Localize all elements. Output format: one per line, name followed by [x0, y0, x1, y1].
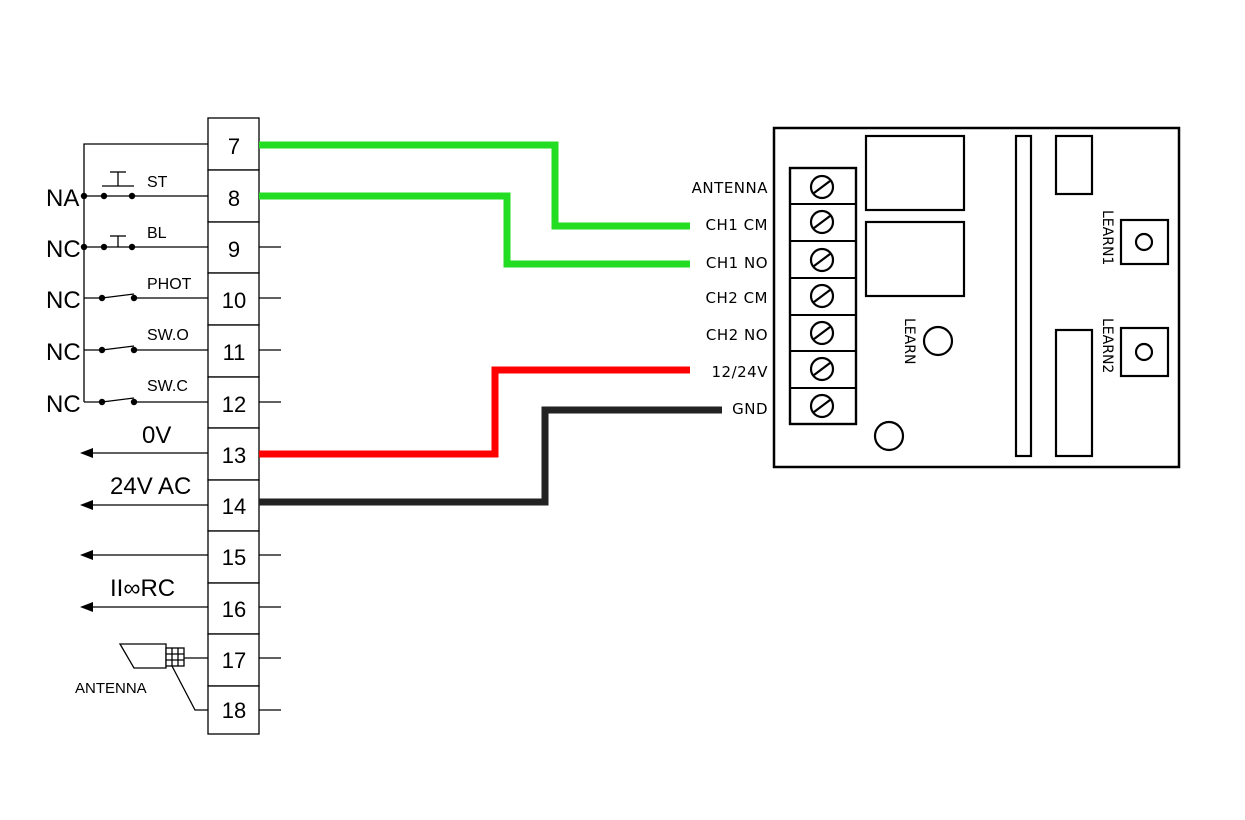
terminal-18 [207, 685, 260, 735]
contact-state: NC [46, 339, 81, 366]
output-label-24v: 24V AC [110, 473, 191, 500]
antenna-connector: ANTENNA [75, 643, 208, 711]
terminal-17 [207, 633, 260, 687]
module-terminal-label: CH1 CM [706, 216, 768, 234]
learn-label: LEARN [901, 318, 917, 364]
screw-icon [809, 209, 835, 235]
learn-button [922, 325, 954, 357]
learn2-label: LEARN2 [1099, 318, 1115, 373]
wire-ground [259, 406, 722, 506]
screw-icon [809, 247, 835, 273]
component-top [1054, 134, 1094, 196]
terminal-number: 16 [222, 597, 246, 622]
terminal-number: 18 [222, 698, 246, 723]
module-terminal-label: CH2 CM [706, 289, 768, 307]
terminal-number: 17 [222, 648, 246, 673]
output-label-0v: 0V [142, 422, 171, 449]
input-contacts: NA NC NC NC NC ST BL PHOT SW.O SW.C [46, 143, 208, 418]
wire-ch1-cm [259, 141, 690, 230]
screw-icon [809, 356, 835, 382]
terminal-8 [207, 169, 260, 223]
terminal-number: 7 [228, 134, 240, 159]
screw-icon [809, 393, 835, 419]
module-terminal-label: CH2 NO [706, 326, 768, 344]
contact-state: NA [46, 185, 79, 212]
screw-icon [809, 174, 835, 200]
terminal-block: 7 8 9 10 11 12 13 14 15 16 17 18 [207, 117, 281, 735]
learn1-button [1134, 232, 1154, 252]
learn1-label: LEARN1 [1099, 210, 1115, 265]
terminal-number: 8 [228, 186, 240, 211]
relay-1 [864, 134, 966, 212]
contact-state: NC [46, 391, 81, 418]
screw-icon [809, 320, 835, 346]
receiver-module: LEARN LEARN1 LEARN2 ANTENNA CH1 CM CH1 N… [692, 126, 1181, 469]
contact-name: PHOT [147, 276, 192, 293]
terminal-number: 11 [223, 340, 246, 365]
terminal-number: 12 [222, 392, 246, 417]
module-terminal-label: CH1 NO [706, 254, 768, 272]
terminal-10 [207, 272, 260, 326]
learn1-button-frame [1119, 218, 1170, 266]
output-arrows: 0V 24V AC II∞RC [80, 422, 208, 612]
led-indicator [873, 420, 905, 452]
contact-name: SW.O [147, 327, 189, 344]
module-terminal-label: ANTENNA [692, 179, 769, 197]
terminal-number: 10 [222, 288, 246, 313]
wire-ch1-no [259, 192, 690, 268]
screw-icon [809, 283, 835, 309]
terminal-number: 13 [222, 443, 246, 468]
terminal-stubs [259, 246, 281, 711]
contact-name: ST [147, 174, 168, 191]
wires [259, 141, 722, 506]
contact-name: BL [147, 225, 167, 242]
module-terminal-label: 12/24V [712, 363, 769, 381]
contact-name: SW.C [147, 378, 188, 395]
learn2-button [1134, 342, 1154, 362]
terminal-16 [207, 582, 260, 635]
terminal-number: 15 [222, 545, 246, 570]
module-terminal-label: GND [732, 400, 768, 418]
pcb-strip [1014, 134, 1033, 458]
contact-state: NC [46, 287, 81, 314]
terminal-number: 14 [222, 494, 246, 519]
component-bottom [1054, 328, 1094, 458]
antenna-label: ANTENNA [75, 680, 147, 697]
wire-power [259, 366, 690, 458]
relay-2 [864, 220, 966, 298]
output-label-rc: II∞RC [110, 575, 175, 602]
screw-terminals [788, 166, 858, 426]
terminal-number: 9 [228, 237, 240, 262]
common-wire [83, 143, 208, 402]
contact-state: NC [46, 236, 81, 263]
